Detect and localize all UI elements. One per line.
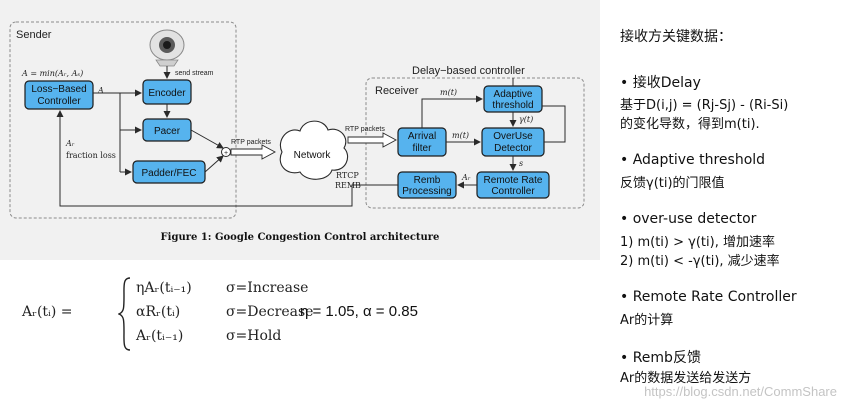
ar-label: Aᵣ [65,139,75,148]
network-label: Network [294,150,332,161]
bullet-overuse-detector-line2: 2) m(ti) < -γ(ti), 减少速率 [620,254,780,269]
watermark: https://blog.csdn.net/CommShare [644,384,837,399]
bullet-remb-feedback-line1: Ar的数据发送给发送方 [620,371,752,386]
bullet-remote-rate-controller-line1: Ar的计算 [620,313,674,328]
remb-line2: Processing [402,186,451,197]
bullet-remote-rate-controller: • Remote Rate Controller [620,289,797,305]
formula-lhs: Aᵣ(tᵢ) = [22,304,73,320]
formula-row-3-cond: σ=Hold [226,328,282,344]
bullet-receive-delay: • 接收Delay [620,75,701,91]
bullet-remb-feedback: • Remb反馈 [620,350,701,366]
pacer-label: Pacer [154,126,181,137]
formula-row-2-cond: σ=Decrease [226,304,314,320]
formula-row-3-expr: Aᵣ(tᵢ₋₁) [136,328,184,344]
rrc-line2: Controller [491,186,535,197]
bullet-adaptive-threshold: • Adaptive threshold [620,152,766,168]
bullet-overuse-detector-line1: 1) m(ti) > γ(ti), 增加速率 [620,235,775,250]
network-cloud [279,120,349,180]
camera-icon [149,29,185,67]
overuse-line2: Detector [494,143,532,154]
plus-sign: + [224,150,228,157]
summation-node [221,147,231,157]
formula-params: η = 1.05, α = 0.85 [300,303,418,320]
rrc-line1: Remote Rate [484,175,543,186]
encoder-label: Encoder [148,88,186,99]
rtcp-label: RTCP [336,171,359,180]
formula-row-2-expr: αRᵣ(tᵢ) [136,304,181,320]
loss-based-controller [24,80,94,110]
remb-line1: Remb [414,175,441,186]
bullet-receive-delay-line2: 的变化导数，得到m(ti). [620,117,760,132]
receiver-label: Receiver [375,85,419,97]
gamma-t-label: γ(t) [519,115,533,124]
a-min-label: A = min(Aᵣ, Aₛ) [21,69,83,78]
rtp-packets-label-1: RTP packets [231,139,271,146]
rtp-arrow-left [230,144,276,160]
loss-based-line1: Loss−Based [31,84,86,95]
rtp-arrow-right [347,132,397,148]
gcc-architecture-diagram: Sender Delay−based controller Receiver s… [0,0,600,260]
formula-row-1-cond: σ=Increase [226,280,309,296]
m-t-label-1: m(t) [440,88,457,97]
sender-label: Sender [16,29,52,41]
adaptive-line2: threshold [492,100,533,111]
bullet-receive-delay-line1: 基于D(i,j) = (Rj-Sj) - (Ri-Si) [620,98,789,113]
rtp-packets-label-2: RTP packets [345,126,385,133]
rate-formula: Aᵣ(tᵢ) = ηAᵣ(tᵢ₋₁) σ=Increase αRᵣ(tᵢ) σ=… [18,268,458,358]
notes-heading: 接收方关键数据： [620,29,732,45]
a-label: A [97,86,104,95]
overuse-line1: OverUse [493,131,533,142]
bullet-overuse-detector: • over-use detector [620,211,757,227]
loss-based-line2: Controller [37,96,81,107]
formula-row-1-expr: ηAᵣ(tᵢ₋₁) [136,280,192,296]
bullet-adaptive-threshold-line1: 反馈γ(ti)的门限值 [620,176,725,191]
fraction-loss-label: fraction loss [66,151,116,160]
m-t-label-2: m(t) [452,131,469,140]
adaptive-line1: Adaptive [494,89,533,100]
figure-caption: Figure 1: Google Congestion Control arch… [160,232,440,243]
ar-label-right: Aᵣ [461,173,471,182]
controller-label: Delay−based controller [412,65,525,77]
arrival-line1: Arrival [408,131,436,142]
padder-fec-label: Padder/FEC [141,168,196,179]
sender-region [9,21,237,219]
send-stream-label: send stream [175,70,214,77]
remb-label: REMB [335,181,361,190]
formula-brace [118,277,131,351]
s-label: s [519,159,523,168]
arrival-line2: filter [413,143,433,154]
